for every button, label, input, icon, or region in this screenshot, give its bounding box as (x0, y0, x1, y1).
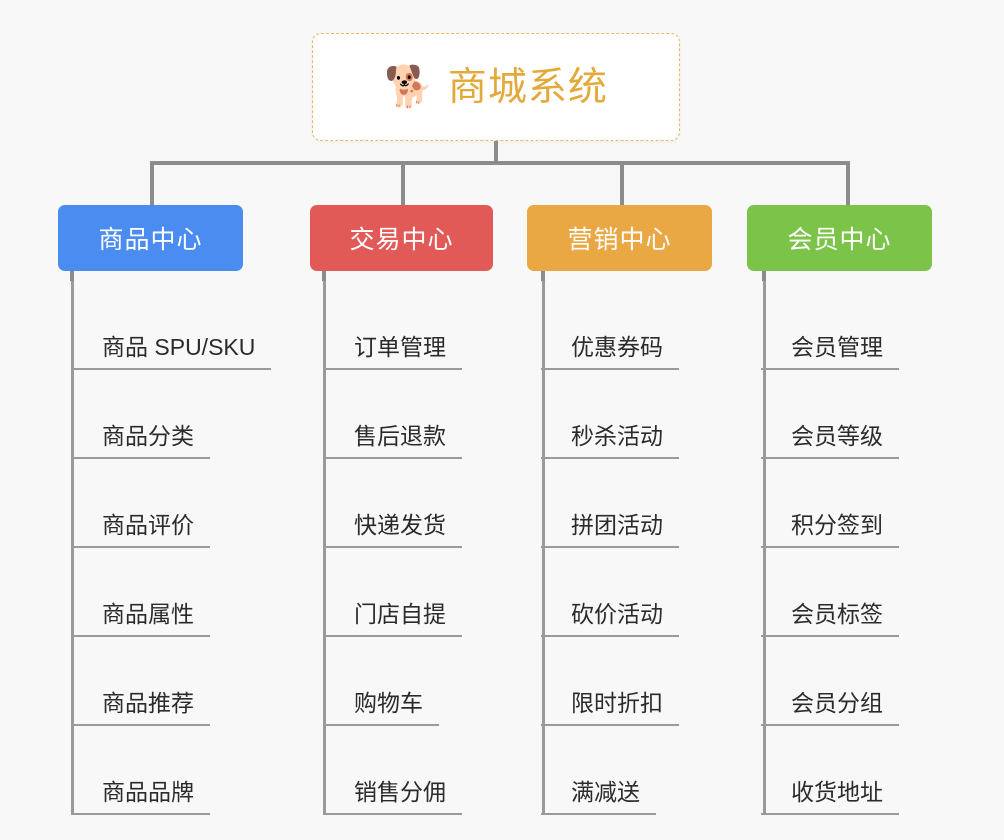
category-column-1: 商品中心 商品 SPU/SKU 商品分类 商品评价 商品属性 商品推荐 商品品牌 (58, 205, 272, 815)
list-item[interactable]: 商品品牌 (58, 726, 243, 815)
connector-horizontal-bus (150, 161, 850, 165)
list-item[interactable]: 收货地址 (747, 726, 932, 815)
list-item[interactable]: 满减送 (527, 726, 712, 815)
leaf-label: 商品品牌 (72, 781, 210, 815)
leaf-label: 拼团活动 (541, 514, 679, 548)
connector-stub-2 (322, 271, 326, 281)
list-item[interactable]: 会员管理 (747, 281, 932, 370)
category-header-4[interactable]: 会员中心 (747, 205, 932, 271)
leaf-list-4: 会员管理 会员等级 积分签到 会员标签 会员分组 收货地址 (747, 281, 932, 815)
root-title: 商城系统 (447, 65, 608, 109)
connector-drop-1 (150, 161, 154, 205)
category-column-2: 交易中心 订单管理 售后退款 快递发货 门店自提 购物车 销售分佣 (310, 205, 493, 815)
leaf-label: 积分签到 (761, 514, 899, 548)
leaf-label: 商品推荐 (72, 692, 210, 726)
connector-stub-4 (762, 271, 766, 281)
leaf-label: 门店自提 (324, 603, 462, 637)
list-item[interactable]: 门店自提 (310, 548, 493, 637)
list-item[interactable]: 商品分类 (58, 370, 243, 459)
leaf-label: 购物车 (324, 692, 439, 726)
list-item[interactable]: 会员标签 (747, 548, 932, 637)
list-item[interactable]: 会员分组 (747, 637, 932, 726)
list-item[interactable]: 商品属性 (58, 548, 243, 637)
list-item[interactable]: 订单管理 (310, 281, 493, 370)
connector-stub-3 (541, 271, 545, 281)
leaf-label: 商品评价 (72, 514, 210, 548)
trunk-line-4 (763, 281, 766, 815)
leaf-label: 商品 SPU/SKU (72, 336, 272, 370)
trunk-line-2 (323, 281, 326, 815)
list-item[interactable]: 快递发货 (310, 459, 493, 548)
connector-drop-2 (401, 161, 405, 205)
connector-root-stem (494, 141, 498, 165)
list-item[interactable]: 会员等级 (747, 370, 932, 459)
list-item[interactable]: 优惠券码 (527, 281, 712, 370)
category-column-4: 会员中心 会员管理 会员等级 积分签到 会员标签 会员分组 收货地址 (747, 205, 932, 815)
category-header-1[interactable]: 商品中心 (58, 205, 243, 271)
trunk-line-1 (71, 281, 74, 815)
leaf-label: 售后退款 (324, 425, 462, 459)
category-header-3[interactable]: 营销中心 (527, 205, 712, 271)
list-item[interactable]: 砍价活动 (527, 548, 712, 637)
list-item[interactable]: 商品推荐 (58, 637, 243, 726)
leaf-label: 商品分类 (72, 425, 210, 459)
leaf-list-2: 订单管理 售后退款 快递发货 门店自提 购物车 销售分佣 (310, 281, 493, 815)
leaf-label: 收货地址 (761, 781, 899, 815)
leaf-label: 快递发货 (324, 514, 462, 548)
leaf-label: 销售分佣 (324, 781, 462, 815)
leaf-list-1: 商品 SPU/SKU 商品分类 商品评价 商品属性 商品推荐 商品品牌 (58, 281, 272, 815)
shiba-dog-emoji: 🐕 (384, 65, 434, 109)
leaf-label: 会员等级 (761, 425, 899, 459)
leaf-label: 商品属性 (72, 603, 210, 637)
list-item[interactable]: 拼团活动 (527, 459, 712, 548)
list-item[interactable]: 销售分佣 (310, 726, 493, 815)
leaf-label: 限时折扣 (541, 692, 679, 726)
leaf-label: 满减送 (541, 781, 656, 815)
leaf-list-3: 优惠券码 秒杀活动 拼团活动 砍价活动 限时折扣 满减送 (527, 281, 712, 815)
connector-stub-1 (70, 271, 74, 281)
leaf-label: 砍价活动 (541, 603, 679, 637)
list-item[interactable]: 购物车 (310, 637, 493, 726)
list-item[interactable]: 积分签到 (747, 459, 932, 548)
list-item[interactable]: 秒杀活动 (527, 370, 712, 459)
trunk-line-3 (542, 281, 545, 815)
category-column-3: 营销中心 优惠券码 秒杀活动 拼团活动 砍价活动 限时折扣 满减送 (527, 205, 712, 815)
leaf-label: 订单管理 (324, 336, 462, 370)
leaf-label: 会员标签 (761, 603, 899, 637)
connector-drop-3 (620, 161, 624, 205)
list-item[interactable]: 商品评价 (58, 459, 243, 548)
leaf-label: 会员管理 (761, 336, 899, 370)
list-item[interactable]: 售后退款 (310, 370, 493, 459)
list-item[interactable]: 限时折扣 (527, 637, 712, 726)
leaf-label: 会员分组 (761, 692, 899, 726)
root-node[interactable]: 🐕 商城系统 (312, 33, 680, 141)
connector-drop-4 (846, 161, 850, 205)
category-header-2[interactable]: 交易中心 (310, 205, 493, 271)
leaf-label: 秒杀活动 (541, 425, 679, 459)
leaf-label: 优惠券码 (541, 336, 679, 370)
list-item[interactable]: 商品 SPU/SKU (58, 281, 272, 370)
